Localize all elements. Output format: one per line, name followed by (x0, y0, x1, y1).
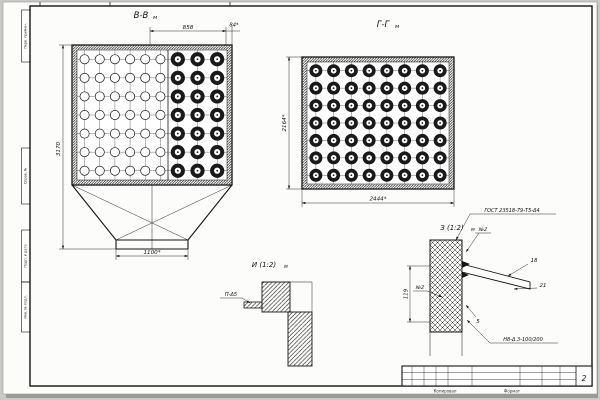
margin-box-label: Инв. № подл. (24, 295, 28, 318)
z-callout-no2-top-leader (465, 232, 491, 253)
detail-z-title-suffix: м (471, 227, 475, 233)
detail-z-title: З (1:2) (440, 224, 464, 232)
gg-dimensions (286, 56, 455, 207)
bb-hopper (71, 184, 233, 250)
section-bb-title: В-В (134, 11, 149, 21)
z-weld-seam-upper (462, 261, 470, 268)
bb-tube-grid (77, 50, 227, 180)
z-dim-119-lines (407, 265, 430, 323)
detail-z: З (1:2) м ГОСТ 23518-79-Т5-Δ4 №2 №2 18 2… (404, 208, 558, 356)
bb-dim-bottom: 1100* (143, 250, 160, 256)
i-flange-leader (220, 297, 251, 304)
detail-i: И (1:2) м П-Δ5 (220, 261, 313, 367)
bb-dimensions (59, 25, 240, 260)
z-gusset-plate (461, 263, 531, 290)
bb-dim-top-right: 84* (229, 23, 239, 29)
detail-i-title-suffix: м (284, 264, 288, 270)
z-callout-18: 18 (531, 258, 538, 264)
title-block: 2 Копировал Формат (401, 365, 593, 394)
i-lower-wall-section (287, 311, 313, 367)
z-gost-leader (455, 213, 556, 241)
i-flange-label: П-Δ5 (225, 292, 237, 298)
detail-i-title: И (1:2) (252, 261, 276, 269)
gg-tube-grid (307, 62, 449, 184)
section-gg-title-suffix: м (395, 24, 399, 30)
z-callout-18-leader (507, 263, 529, 277)
z-weld-seam-lower (462, 272, 469, 278)
z-dim-119: 119 (404, 288, 410, 299)
z-weld-note-leader (466, 319, 558, 344)
z-callout-21-leader (513, 287, 538, 290)
i-flange-plate (243, 301, 263, 309)
title-block-grid (402, 366, 577, 386)
fold-tick-marks (39, 2, 231, 6)
z-wall-section (429, 239, 463, 333)
section-bb-title-suffix: м (153, 15, 157, 21)
margin-box (21, 147, 31, 205)
z-callout-no2-top: №2 (478, 227, 487, 233)
z-callout-no2-left-leader (413, 290, 443, 298)
title-block-outline (401, 365, 593, 387)
z-callout-5-leader (465, 304, 477, 318)
margin-stamp-boxes: Перв. примен. Справ. № Подп. и дата Инв.… (21, 9, 31, 333)
copied-label: Копировал (434, 389, 457, 394)
i-upper-wall-section (261, 281, 291, 313)
bb-dim-top: 858 (183, 25, 194, 31)
margin-box-label: Подп. и дата (24, 244, 28, 267)
z-callout-21: 21 (540, 283, 547, 289)
gg-dim-left: 2164* (282, 114, 288, 131)
margin-box (21, 9, 31, 63)
margin-box-label: Справ. № (24, 167, 28, 184)
section-bb: В-В м (56, 11, 240, 260)
gg-dim-bottom: 2444* (369, 197, 386, 203)
bb-dim-left: 3170 (56, 141, 62, 156)
format-label: Формат (504, 389, 521, 394)
z-weld-note: Н8-Δ.3-100/200 (503, 337, 543, 343)
z-callout-no2-left: №2 (415, 285, 424, 291)
margin-box (21, 281, 31, 333)
section-gg-title: Г-Г (377, 20, 391, 30)
section-gg: Г-Г м 2164* 2444* (282, 20, 455, 207)
z-gost-note: ГОСТ 23518-79-Т5-Δ4 (484, 208, 539, 214)
z-callout-5: 5 (476, 319, 480, 325)
sheet-page-number: 2 (582, 374, 587, 383)
margin-box-label: Перв. примен. (24, 23, 28, 48)
